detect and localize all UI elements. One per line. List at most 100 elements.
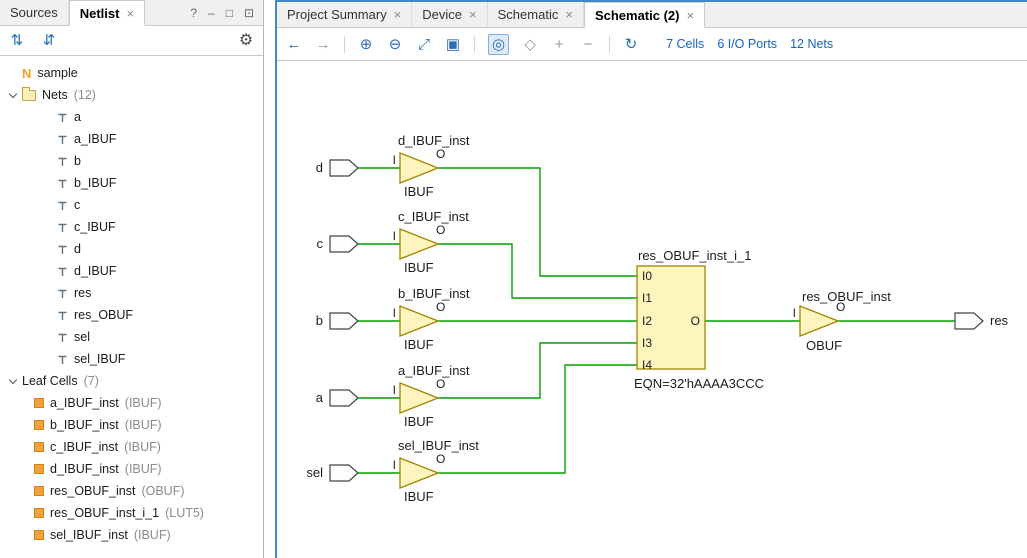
left-tabbar: Sources Netlist × ? – □ ⊡ [0,0,263,26]
net-icon [57,332,68,343]
chevron-down-icon[interactable] [9,89,17,97]
collapse-all-icon[interactable]: ⇵ [41,33,57,48]
close-icon[interactable]: × [394,7,402,22]
nets-count-link[interactable]: 12 Nets [790,37,833,51]
tab-schematic[interactable]: Schematic × [488,2,584,27]
tree-cell-item[interactable]: d_IBUF_inst(IBUF) [0,458,263,480]
port-name-label: b [316,313,323,328]
zoom-selection-icon[interactable]: ▣ [445,37,461,52]
tree-label: sample [37,66,77,80]
io-ports-count-link[interactable]: 6 I/O Ports [717,37,777,51]
tree-label: c [74,198,80,212]
tree-cell-item[interactable]: res_OBUF_inst(OBUF) [0,480,263,502]
tree-net-item[interactable]: c_IBUF [0,216,263,238]
remove-icon[interactable]: − [580,37,596,52]
pin-label-o: O [436,147,445,161]
cell-icon [34,464,44,474]
obuf-symbol[interactable] [800,306,838,336]
pin-label-i: I [393,458,396,472]
pin-label-o: O [436,452,445,466]
close-icon[interactable]: × [565,7,573,22]
tree-net-item[interactable]: d_IBUF [0,260,263,282]
add-icon[interactable]: + [551,37,567,52]
input-port-c[interactable] [330,236,358,252]
gear-icon[interactable]: ⚙ [238,33,254,49]
tree-net-item[interactable]: a [0,106,263,128]
tree-net-item[interactable]: c [0,194,263,216]
tree-net-item[interactable]: sel_IBUF [0,348,263,370]
cell-type-label: IBUF [404,260,434,275]
input-port-b[interactable] [330,313,358,329]
ibuf-symbol[interactable] [400,383,438,413]
pin-label-i3: I3 [642,336,652,350]
close-icon[interactable]: × [126,6,134,21]
port-name-label: c [317,236,324,251]
cell-type-label: OBUF [806,338,842,353]
autofit-selection-icon[interactable]: ◎ [488,34,509,55]
input-port-d[interactable] [330,160,358,176]
back-arrow-icon[interactable]: ← [286,37,302,52]
tree-node-nets[interactable]: Nets (12) [0,84,263,106]
tab-device[interactable]: Device × [412,2,487,27]
help-icon[interactable]: ? [190,6,197,20]
tab-schematic-2[interactable]: Schematic (2) × [584,2,705,28]
tree-net-item[interactable]: res_OBUF [0,304,263,326]
cell-icon [34,530,44,540]
panel-splitter[interactable] [264,0,275,558]
pin-label-o: O [436,223,445,237]
input-port-a[interactable] [330,390,358,406]
zoom-in-icon[interactable]: ⊕ [358,37,374,52]
tree-label: b [74,154,81,168]
forward-arrow-icon[interactable]: → [315,37,331,52]
tree-net-item[interactable]: b [0,150,263,172]
expand-cone-icon[interactable]: ◇ [522,37,538,52]
net-wire-sel[interactable] [438,365,637,473]
ibuf-symbol[interactable] [400,458,438,488]
zoom-out-icon[interactable]: ⊖ [387,37,403,52]
tree-net-item[interactable]: sel [0,326,263,348]
zoom-fit-icon[interactable]: ⤢ [416,37,432,52]
tree-cell-item[interactable]: res_OBUF_inst_i_1(LUT5) [0,502,263,524]
tree-net-item[interactable]: b_IBUF [0,172,263,194]
float-icon[interactable]: □ [226,6,233,20]
pin-label-o: O [436,377,445,391]
lut5-res-obuf-inst-i-1: res_OBUF_inst_i_1 I0 I1 I2 I3 I4 O EQN=3… [634,248,764,391]
tree-cell-item[interactable]: c_IBUF_inst(IBUF) [0,436,263,458]
tree-label: a_IBUF_inst [50,396,119,410]
close-icon[interactable]: × [686,8,694,23]
output-port-res[interactable] [955,313,983,329]
tab-netlist[interactable]: Netlist × [69,0,145,26]
tab-project-summary[interactable]: Project Summary × [277,2,412,27]
minimize-icon[interactable]: – [208,6,215,20]
expand-all-icon[interactable]: ⇅ [9,33,25,48]
ibuf-symbol[interactable] [400,306,438,336]
ibuf-symbol[interactable] [400,153,438,183]
tree-cell-item[interactable]: b_IBUF_inst(IBUF) [0,414,263,436]
net-icon [57,354,68,365]
tree-cell-item[interactable]: sel_IBUF_inst(IBUF) [0,524,263,546]
tree-net-item[interactable]: d [0,238,263,260]
ibuf-symbol[interactable] [400,229,438,259]
cell-type: (IBUF) [125,396,162,410]
cells-count-link[interactable]: 7 Cells [666,37,704,51]
instance-label: sel_IBUF_inst [398,438,479,453]
tab-sources[interactable]: Sources [0,0,69,25]
schematic-canvas-area[interactable]: d I O d_IBUF_inst IBUF c I O [277,61,1027,558]
tree-root-sample[interactable]: N sample [0,62,263,84]
equation-label: EQN=32'hAAAA3CCC [634,376,764,391]
tab-label: Schematic [498,7,559,22]
tree-cell-item[interactable]: a_IBUF_inst (IBUF) [0,392,263,414]
chevron-down-icon[interactable] [9,375,17,383]
tree-net-item[interactable]: res [0,282,263,304]
pin-label-o: O [436,300,445,314]
input-port-sel[interactable] [330,465,358,481]
schematic-canvas[interactable]: d I O d_IBUF_inst IBUF c I O [277,61,1027,557]
tree-net-item[interactable]: a_IBUF [0,128,263,150]
close-icon[interactable]: × [469,7,477,22]
tree-node-leaf-cells[interactable]: Leaf Cells (7) [0,370,263,392]
maximize-icon[interactable]: ⊡ [244,6,254,20]
netlist-toolbar: ⇅ ⇵ ⚙ [0,26,263,56]
port-name-label: d [316,160,323,175]
tab-label: Netlist [80,6,120,21]
refresh-icon[interactable]: ↻ [623,37,639,52]
